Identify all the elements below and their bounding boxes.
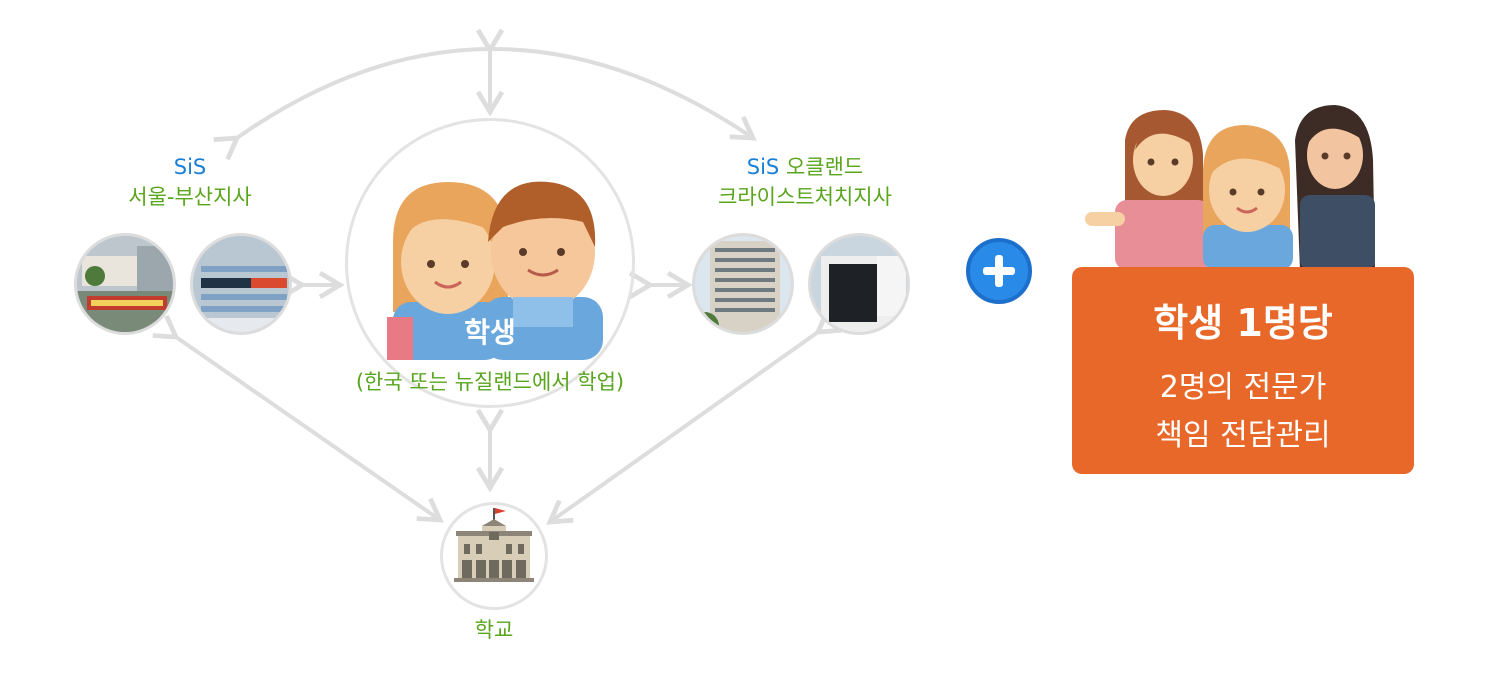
left-branch-label: SiS 서울-부산지사	[90, 152, 290, 212]
arrow-right-diagonal	[546, 309, 842, 525]
experts-illustration	[1085, 105, 1375, 270]
student-ring	[345, 118, 635, 408]
school-building-icon	[454, 508, 534, 582]
expert-callout-box: 학생 1명당 2명의 전문가 책임 전담관리	[1072, 267, 1414, 474]
right-branch-name-line1: 오클랜드	[785, 155, 864, 179]
callout-line-1: 학생 1명당	[1153, 301, 1333, 345]
auckland-office-photo	[692, 233, 794, 335]
students-illustration	[387, 181, 603, 360]
callout-line-3: 책임 전담관리	[1155, 418, 1331, 453]
right-branch-brand: SiS	[746, 155, 780, 179]
left-branch-brand: SiS	[173, 155, 207, 179]
seoul-office-photo	[74, 233, 176, 335]
christchurch-office-photo	[808, 233, 910, 335]
callout-line-2: 2명의 전문가	[1159, 370, 1327, 405]
student-subtitle: (한국 또는 뉴질랜드에서 학업)	[355, 370, 625, 394]
school-label: 학교	[474, 618, 514, 642]
right-branch-label: SiS 오클랜드 크라이스트처치지사	[680, 152, 930, 212]
busan-office-photo	[190, 233, 292, 335]
arrow-left-diagonal	[152, 314, 444, 523]
student-title: 학생	[464, 316, 516, 349]
right-branch-name-line2: 크라이스트처치지사	[718, 185, 892, 209]
left-branch-name: 서울-부산지사	[128, 185, 252, 209]
plus-icon	[966, 238, 1032, 304]
